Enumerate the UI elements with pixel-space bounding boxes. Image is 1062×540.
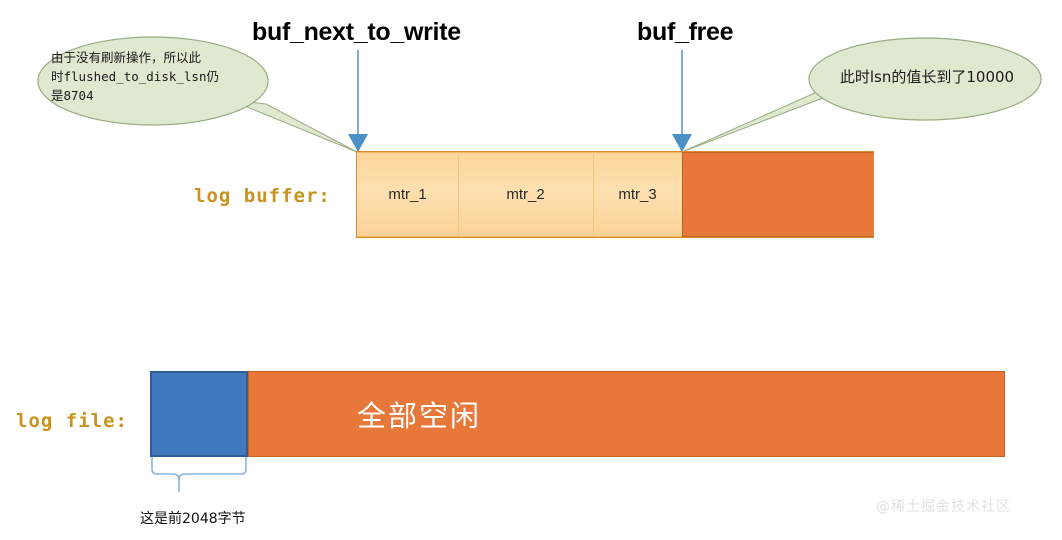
pointer-label-buf-next-to-write: buf_next_to_write [252, 18, 461, 46]
callout-left-tail [229, 99, 358, 153]
callout-text-lsn-value: 此时lsn的值长到了10000 [839, 68, 1015, 86]
mtr-block-3-label: mtr_3 [618, 186, 657, 203]
log-buffer-mtr-region [357, 152, 682, 237]
mtr-separator-2 [593, 152, 594, 237]
callout-lsn-value-shape [681, 37, 1042, 153]
arrow-buf-next-to-write [348, 50, 368, 152]
mtr-block-1-label: mtr_1 [388, 186, 427, 203]
brace-caption-2048-bytes: 这是前2048字节 [140, 511, 246, 527]
log-buffer-free-region [682, 152, 874, 237]
mtr-block-2-label: mtr_2 [506, 186, 545, 203]
arrow-buf-free [672, 50, 692, 152]
pointer-label-buf-free: buf_free [637, 18, 734, 46]
log-file-row-label: log file: [16, 410, 128, 432]
log-buffer-row-label: log buffer: [194, 185, 331, 207]
mtr-separator-1 [458, 152, 459, 237]
brace-2048-bytes [151, 457, 247, 492]
log-file-used-region [150, 371, 248, 457]
log-file-free-region: 全部空闲 [248, 371, 1005, 457]
log-file-free-label: 全部空闲 [357, 399, 482, 433]
watermark: @稀土掘金技术社区 [876, 499, 1011, 515]
callout-text-flushed-to-disk-lsn: 由于没有刷新操作，所以此 时flushed_to_disk_lsn仍 是8704 [51, 50, 219, 103]
